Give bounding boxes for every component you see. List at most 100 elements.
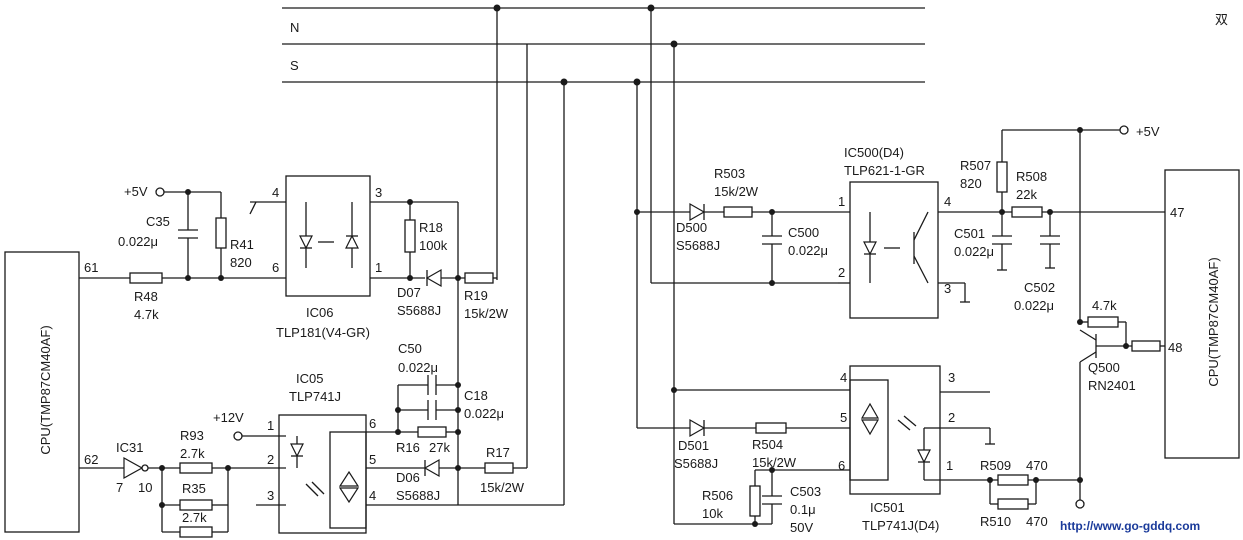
r509-label: R509 bbox=[980, 458, 1011, 473]
c500-value: 0.022μ bbox=[788, 243, 828, 258]
ic500-name: IC500(D4) bbox=[844, 145, 904, 160]
r506-value: 10k bbox=[702, 506, 723, 521]
ic05-pin6: 6 bbox=[369, 416, 376, 431]
resistor-r504 bbox=[755, 422, 787, 434]
d500-part: S5688J bbox=[676, 238, 720, 253]
c35-value: 0.022μ bbox=[118, 234, 158, 249]
resistor-r506 bbox=[749, 485, 761, 517]
website-url: http://www.go-gddq.com bbox=[1060, 519, 1200, 533]
ic500-part: TLP621-1-GR bbox=[844, 163, 925, 178]
r504-value: 15k/2W bbox=[752, 455, 797, 470]
ic05-inner bbox=[329, 431, 367, 529]
ic501-pin6: 6 bbox=[838, 458, 845, 473]
resistor-r41 bbox=[215, 217, 227, 249]
ic501-box bbox=[849, 365, 941, 495]
r17-label: R17 bbox=[486, 445, 510, 460]
ic31-pin-in: 7 bbox=[116, 480, 123, 495]
r510-value: 470 bbox=[1026, 514, 1048, 529]
ic500-pin3: 3 bbox=[944, 281, 951, 296]
led-icon bbox=[917, 449, 931, 464]
r16-label: R16 bbox=[396, 440, 420, 455]
resistor-r17 bbox=[484, 462, 514, 474]
r507-value: 820 bbox=[960, 176, 982, 191]
r503-label: R503 bbox=[714, 166, 745, 181]
ic05-pin5: 5 bbox=[369, 452, 376, 467]
c50-value: 0.022μ bbox=[398, 360, 438, 375]
q500-section bbox=[1075, 130, 1165, 509]
ic31-name: IC31 bbox=[116, 440, 143, 455]
r93-value: 2.7k bbox=[180, 446, 205, 461]
resistor-r510 bbox=[997, 498, 1029, 510]
r18-value: 100k bbox=[419, 238, 448, 253]
led-icon bbox=[863, 241, 877, 256]
r48-label: R48 bbox=[134, 289, 158, 304]
r507-label: R507 bbox=[960, 158, 991, 173]
bus-lines bbox=[282, 7, 925, 83]
r48-value: 4.7k bbox=[134, 307, 159, 322]
r508-value: 22k bbox=[1016, 187, 1037, 202]
ic501-pin1: 1 bbox=[946, 458, 953, 473]
r41-label: R41 bbox=[230, 237, 254, 252]
ic501-part: TLP741J(D4) bbox=[862, 518, 939, 533]
cpu-left-pin-61: 61 bbox=[84, 260, 98, 275]
ic06-pin1: 1 bbox=[375, 260, 382, 275]
q500-part: RN2401 bbox=[1088, 378, 1136, 393]
d07-part: S5688J bbox=[397, 303, 441, 318]
cpu-left-label: CPU(TMP87CM40AF) bbox=[38, 325, 53, 454]
ic501-section bbox=[637, 365, 1080, 527]
bus-label-s: S bbox=[290, 58, 299, 73]
c500-label: C500 bbox=[788, 225, 819, 240]
ic500-pin1: 1 bbox=[838, 194, 845, 209]
bus-drops bbox=[493, 4, 838, 524]
ic501-pin2: 2 bbox=[948, 410, 955, 425]
resistor-r16 bbox=[417, 426, 447, 438]
ic05-pin2: 2 bbox=[267, 452, 274, 467]
led-icon bbox=[299, 235, 313, 250]
c501-label: C501 bbox=[954, 226, 985, 241]
optical-link-icon bbox=[305, 483, 319, 497]
c502-label: C502 bbox=[1024, 280, 1055, 295]
ic500-pin2: 2 bbox=[838, 265, 845, 280]
c18-label: C18 bbox=[464, 388, 488, 403]
triac-icon bbox=[860, 402, 880, 419]
resistor-r509 bbox=[997, 474, 1029, 486]
c50-label: C50 bbox=[398, 341, 422, 356]
ic05-name: IC05 bbox=[296, 371, 323, 386]
c501-value: 0.022μ bbox=[954, 244, 994, 259]
resistor-r507 bbox=[996, 161, 1008, 193]
led-icon bbox=[290, 443, 304, 458]
led-icon bbox=[345, 234, 359, 249]
r17-value: 15k/2W bbox=[480, 480, 525, 495]
ic05-pin4: 4 bbox=[369, 488, 376, 503]
ic06-part: TLP181(V4-GR) bbox=[276, 325, 370, 340]
ic05-box bbox=[278, 414, 367, 534]
diode-d500 bbox=[689, 202, 706, 222]
ic500-box bbox=[849, 181, 939, 319]
c35-label: C35 bbox=[146, 214, 170, 229]
r19-value: 15k/2W bbox=[464, 306, 509, 321]
r18-label: R18 bbox=[419, 220, 443, 235]
d500-label: D500 bbox=[676, 220, 707, 235]
c502-value: 0.022μ bbox=[1014, 298, 1054, 313]
r93-label: R93 bbox=[180, 428, 204, 443]
inverter-bubble-icon bbox=[141, 464, 149, 472]
ic05-section bbox=[79, 375, 564, 538]
r35-label: R35 bbox=[182, 481, 206, 496]
p5v-right-terminal bbox=[1119, 125, 1129, 135]
ic06-section bbox=[79, 175, 497, 385]
r504-label: R504 bbox=[752, 437, 783, 452]
resistor-r19 bbox=[464, 272, 494, 284]
resistor-r18 bbox=[404, 219, 416, 253]
resistor-r48 bbox=[129, 272, 163, 284]
ic06-pin4: 4 bbox=[272, 185, 279, 200]
ic501-inner bbox=[849, 379, 889, 481]
diode-d07 bbox=[425, 268, 442, 288]
d501-part: S5688J bbox=[674, 456, 718, 471]
optical-link-icon bbox=[897, 419, 911, 431]
c503-value: 0.1μ bbox=[790, 502, 816, 517]
ic05-part: TLP741J bbox=[289, 389, 341, 404]
p5v-right-label: +5V bbox=[1136, 124, 1160, 139]
corner-glyph: 双 bbox=[1215, 12, 1228, 27]
d501-label: D501 bbox=[678, 438, 709, 453]
